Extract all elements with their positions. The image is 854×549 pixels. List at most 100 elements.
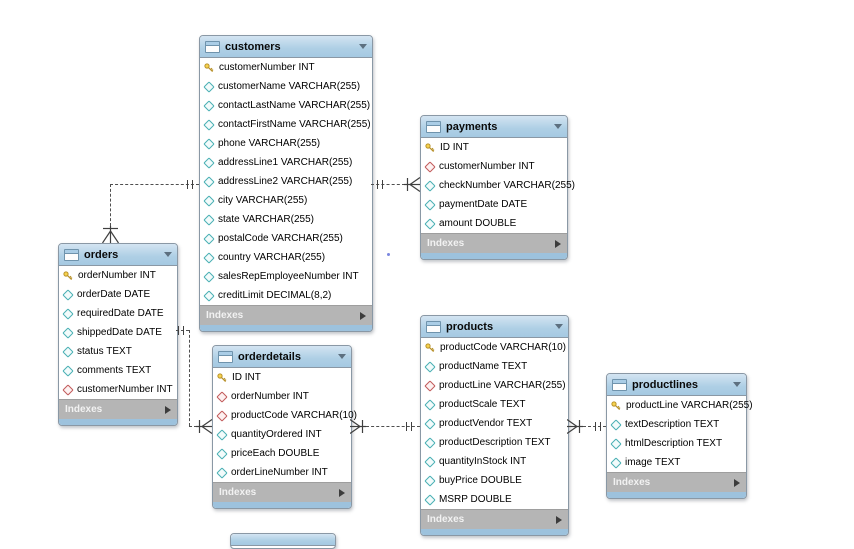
field-row[interactable]: contactFirstName VARCHAR(255) bbox=[200, 115, 372, 134]
column-icon bbox=[424, 474, 436, 487]
field-row[interactable]: productCode VARCHAR(10) bbox=[213, 406, 357, 425]
table-header[interactable] bbox=[231, 534, 335, 546]
field-row[interactable]: ID INT bbox=[213, 368, 351, 387]
triangle-down-icon[interactable] bbox=[733, 382, 741, 387]
field-row[interactable]: image TEXT bbox=[607, 453, 746, 472]
field-row[interactable]: textDescription TEXT bbox=[607, 415, 746, 434]
field-row[interactable]: addressLine1 VARCHAR(255) bbox=[200, 153, 372, 172]
table-header[interactable]: customers bbox=[200, 36, 372, 58]
field-label: ID INT bbox=[440, 142, 469, 153]
field-row[interactable]: productCode VARCHAR(10) bbox=[421, 338, 568, 357]
field-row[interactable]: orderNumber INT bbox=[59, 266, 177, 285]
field-row[interactable]: productLine VARCHAR(255) bbox=[607, 396, 753, 415]
field-row[interactable]: postalCode VARCHAR(255) bbox=[200, 229, 372, 248]
triangle-right-icon[interactable] bbox=[556, 515, 562, 524]
table-header[interactable]: products bbox=[421, 316, 568, 338]
field-row[interactable]: orderNumber INT bbox=[213, 387, 351, 406]
relationship-orders-orderdetails-line[interactable] bbox=[189, 330, 190, 426]
triangle-right-icon[interactable] bbox=[555, 239, 561, 248]
field-row[interactable]: addressLine2 VARCHAR(255) bbox=[200, 172, 372, 191]
relationship-orderdetails-products-line[interactable] bbox=[366, 426, 420, 427]
field-row[interactable]: productDescription TEXT bbox=[421, 433, 568, 452]
crow-foot-many-icon bbox=[404, 176, 421, 198]
field-row[interactable]: city VARCHAR(255) bbox=[200, 191, 372, 210]
indexes-row[interactable]: Indexes bbox=[59, 399, 177, 419]
column-icon bbox=[203, 213, 215, 226]
indexes-row[interactable]: Indexes bbox=[421, 509, 568, 529]
field-row[interactable]: checkNumber VARCHAR(255) bbox=[421, 176, 575, 195]
field-row[interactable]: productName TEXT bbox=[421, 357, 568, 376]
field-row[interactable]: customerNumber INT bbox=[421, 157, 567, 176]
field-row[interactable]: ID INT bbox=[421, 138, 567, 157]
field-row[interactable]: phone VARCHAR(255) bbox=[200, 134, 372, 153]
field-row[interactable]: productLine VARCHAR(255) bbox=[421, 376, 568, 395]
field-row[interactable]: priceEach DOUBLE bbox=[213, 444, 351, 463]
triangle-right-icon[interactable] bbox=[734, 478, 740, 487]
field-row[interactable]: creditLimit DECIMAL(8,2) bbox=[200, 286, 372, 305]
column-icon bbox=[424, 493, 436, 506]
indexes-row[interactable]: Indexes bbox=[421, 233, 567, 253]
triangle-down-icon[interactable] bbox=[338, 354, 346, 359]
relationship-customers-payments-line[interactable] bbox=[371, 184, 405, 185]
triangle-down-icon[interactable] bbox=[555, 324, 563, 329]
triangle-down-icon[interactable] bbox=[554, 124, 562, 129]
cardinality-one-tick bbox=[595, 422, 596, 431]
indexes-row[interactable]: Indexes bbox=[213, 482, 351, 502]
field-row[interactable]: amount DOUBLE bbox=[421, 214, 567, 233]
relationship-orders-orderdetails-line[interactable] bbox=[189, 426, 197, 427]
field-label: amount DOUBLE bbox=[439, 218, 517, 229]
triangle-down-icon[interactable] bbox=[359, 44, 367, 49]
triangle-right-icon[interactable] bbox=[339, 488, 345, 497]
field-row[interactable]: orderLineNumber INT bbox=[213, 463, 351, 482]
indexes-row[interactable]: Indexes bbox=[607, 472, 746, 492]
relationship-customers-orders-line[interactable] bbox=[110, 184, 199, 185]
field-row[interactable]: salesRepEmployeeNumber INT bbox=[200, 267, 372, 286]
field-row[interactable]: status TEXT bbox=[59, 342, 177, 361]
relationship-customers-orders-line[interactable] bbox=[110, 184, 111, 226]
field-row[interactable]: country VARCHAR(255) bbox=[200, 248, 372, 267]
field-row[interactable]: quantityInStock INT bbox=[421, 452, 568, 471]
field-label: MSRP DOUBLE bbox=[439, 494, 512, 505]
column-icon bbox=[216, 447, 228, 460]
table-partial-header[interactable] bbox=[230, 533, 336, 549]
table-title: orders bbox=[84, 248, 119, 261]
table-header[interactable]: productlines bbox=[607, 374, 746, 396]
indexes-row[interactable]: Indexes bbox=[200, 305, 372, 325]
field-row[interactable]: quantityOrdered INT bbox=[213, 425, 351, 444]
field-row[interactable]: customerNumber INT bbox=[59, 380, 177, 399]
field-row[interactable]: productVendor TEXT bbox=[421, 414, 568, 433]
field-row[interactable]: htmlDescription TEXT bbox=[607, 434, 746, 453]
table-header[interactable]: payments bbox=[421, 116, 567, 138]
field-row[interactable]: customerName VARCHAR(255) bbox=[200, 77, 372, 96]
field-row[interactable]: customerNumber INT bbox=[200, 58, 372, 77]
field-row[interactable]: paymentDate DATE bbox=[421, 195, 567, 214]
field-label: customerNumber INT bbox=[439, 161, 535, 172]
triangle-right-icon[interactable] bbox=[360, 311, 366, 320]
field-row[interactable]: buyPrice DOUBLE bbox=[421, 471, 568, 490]
field-row[interactable]: orderDate DATE bbox=[59, 285, 177, 304]
column-icon bbox=[610, 437, 622, 450]
table-payments[interactable]: payments ID INT customerNumber INT checkNum… bbox=[420, 115, 575, 260]
triangle-down-icon[interactable] bbox=[164, 252, 172, 257]
table-header[interactable]: orders bbox=[59, 244, 177, 266]
column-icon bbox=[203, 137, 215, 150]
field-row[interactable]: state VARCHAR(255) bbox=[200, 210, 372, 229]
cardinality-one-tick bbox=[411, 422, 412, 431]
relationship-products-productlines-line[interactable] bbox=[583, 426, 606, 427]
column-icon bbox=[424, 417, 436, 430]
triangle-right-icon[interactable] bbox=[165, 405, 171, 414]
field-row[interactable]: shippedDate DATE bbox=[59, 323, 177, 342]
table-header[interactable]: orderdetails bbox=[213, 346, 351, 368]
field-row[interactable]: MSRP DOUBLE bbox=[421, 490, 568, 509]
field-row[interactable]: requiredDate DATE bbox=[59, 304, 177, 323]
relationship-orders-orderdetails-line[interactable] bbox=[176, 330, 189, 331]
field-row[interactable]: contactLastName VARCHAR(255) bbox=[200, 96, 372, 115]
field-row[interactable]: productScale TEXT bbox=[421, 395, 568, 414]
field-row[interactable]: comments TEXT bbox=[59, 361, 177, 380]
